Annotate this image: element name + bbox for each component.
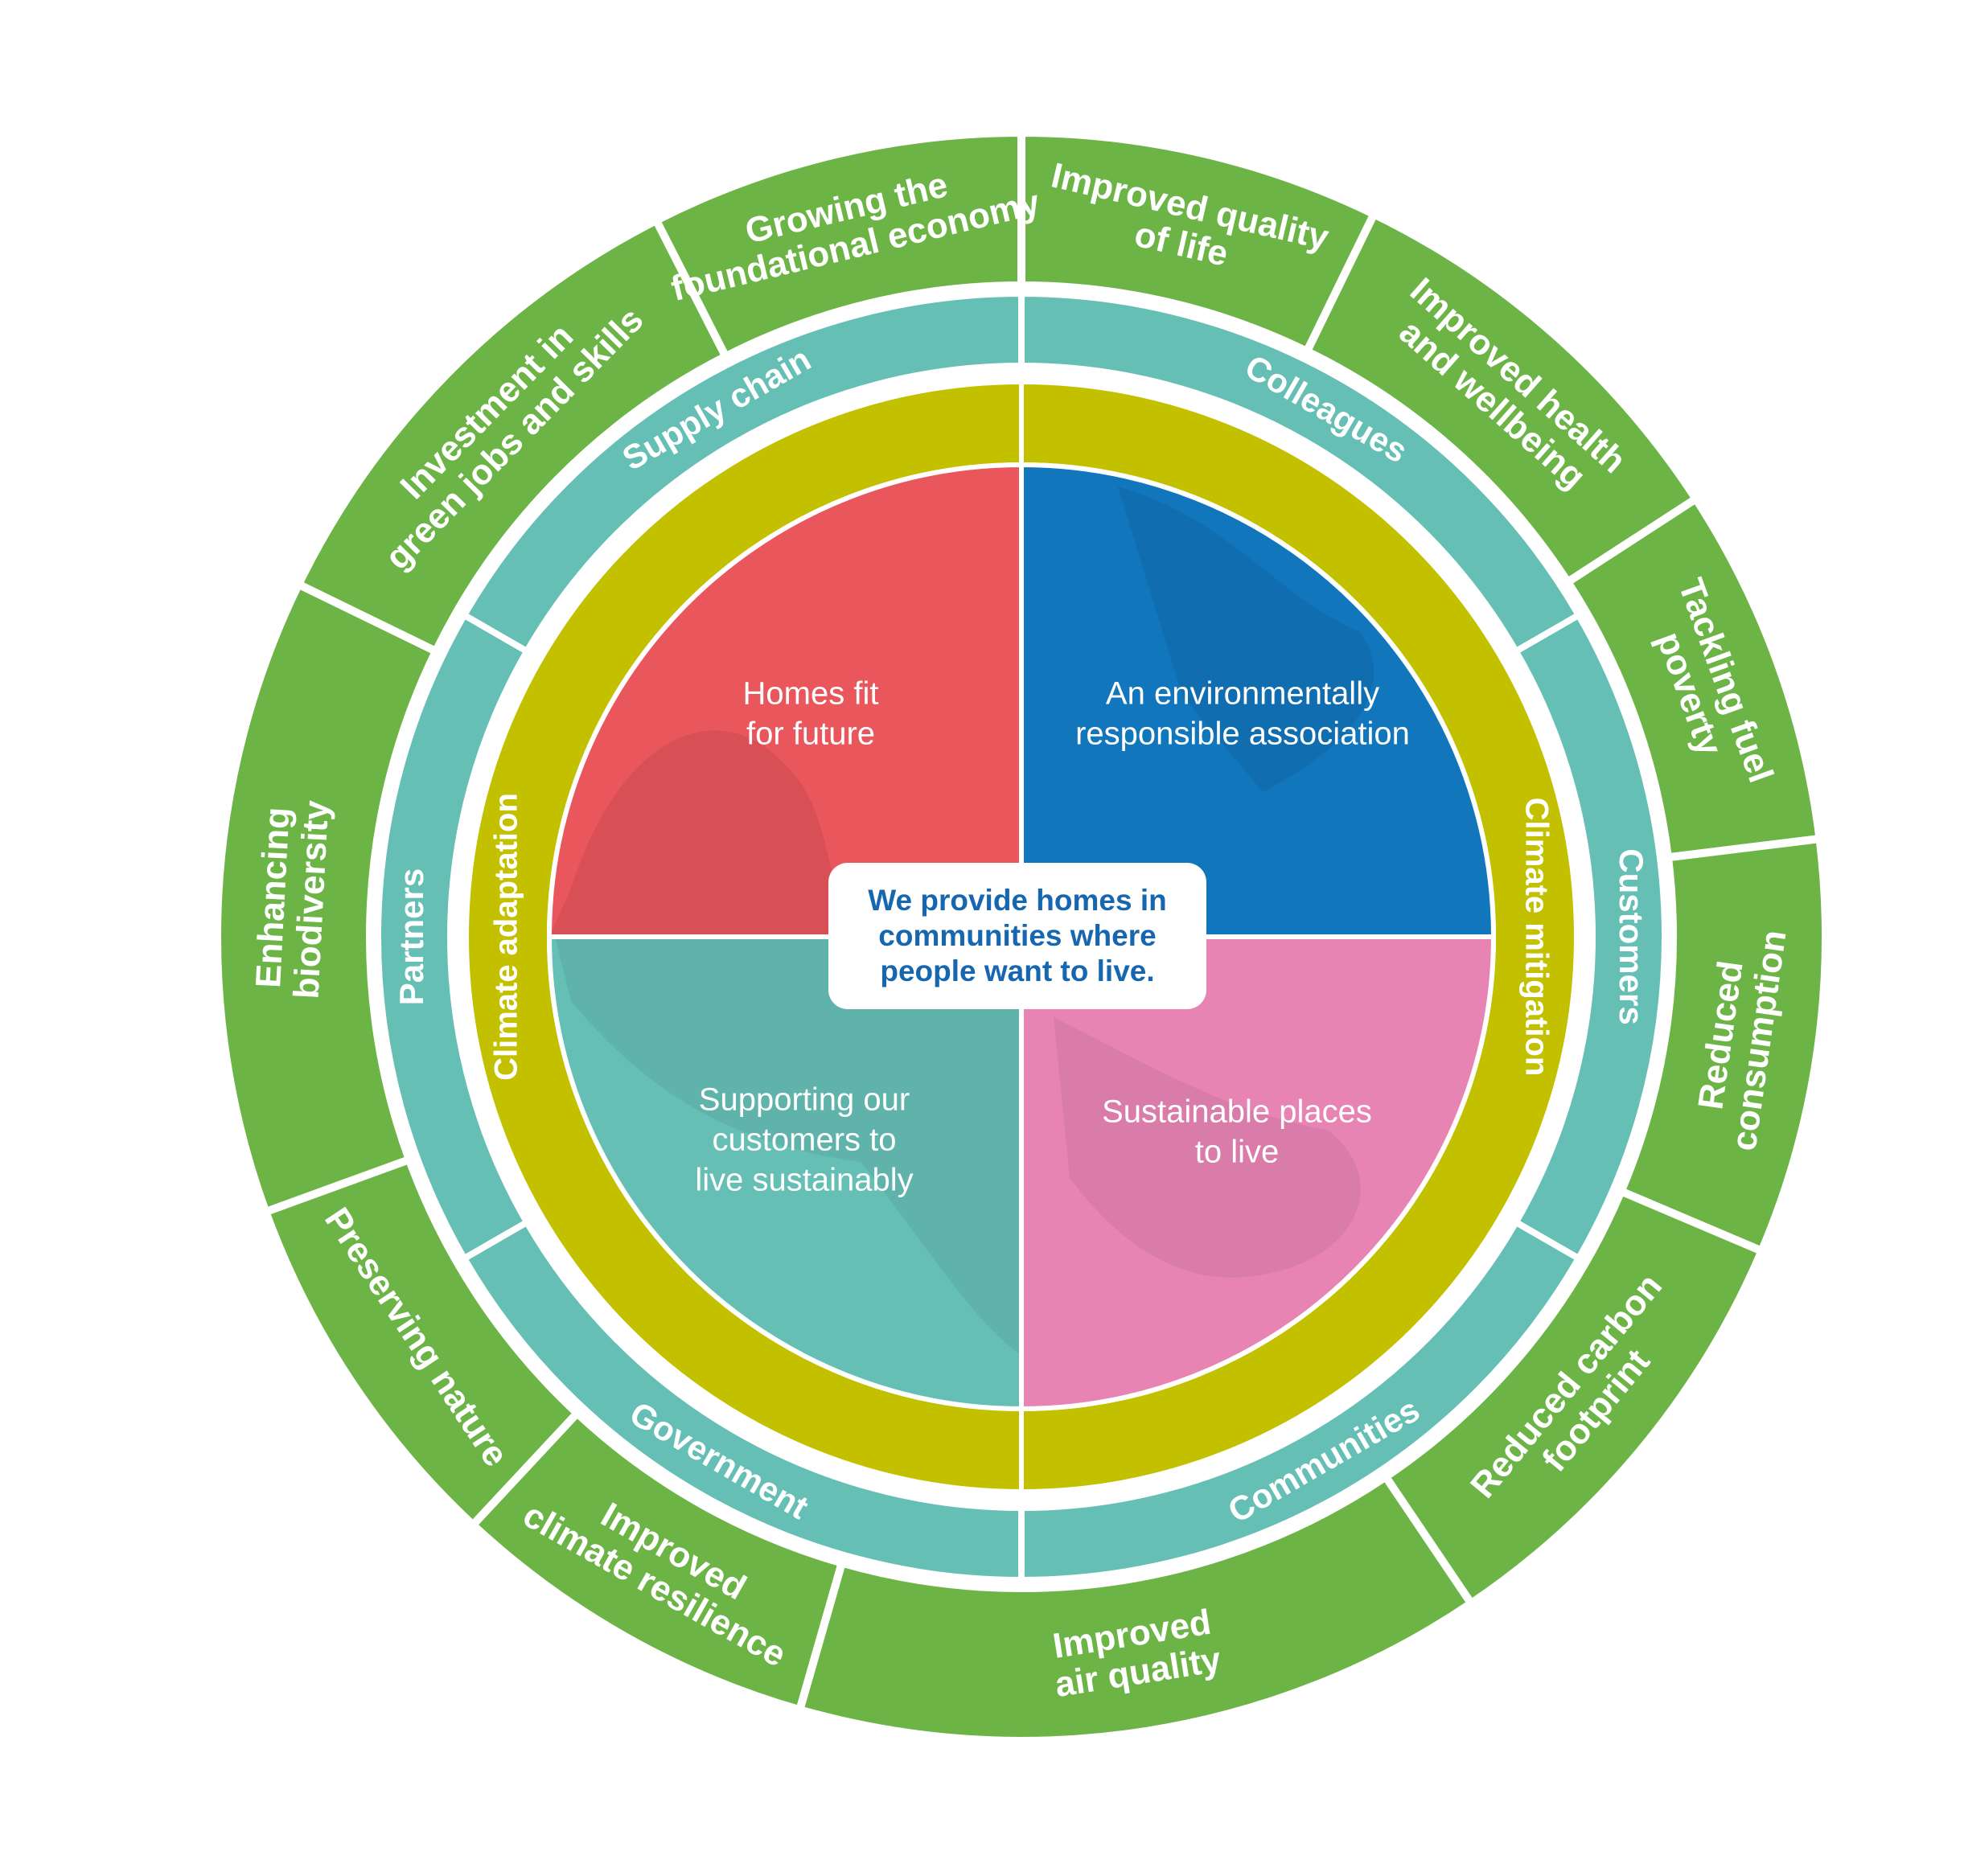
outer-segment [651, 128, 1025, 363]
quadrant-label-line: Homes fit [743, 676, 879, 712]
outcome-label-line: Enhancing [249, 807, 298, 989]
texture-blob [549, 730, 1021, 937]
mission-line-2: communities where [878, 919, 1157, 952]
mission-line-1: We provide homes in [868, 884, 1167, 917]
center-mission-statement: We provide homes in communities where pe… [828, 863, 1206, 1009]
quadrant-label-line: An environmentally [1106, 676, 1379, 712]
climate-mitigation-label: Climate mitigation [1518, 798, 1554, 1077]
texture-blob [1118, 486, 1374, 792]
quadrant-sustainable-places [1019, 934, 1497, 1412]
texture-blob [555, 937, 1021, 1355]
quadrant-label-line: responsible association [1075, 716, 1410, 752]
quadrant-environmentally-responsible [1019, 462, 1497, 939]
quadrant-label-line: to live [1195, 1135, 1280, 1170]
stakeholders-ring [375, 289, 1668, 1584]
mission-line-3: people want to live. [880, 954, 1155, 987]
outer-outcomes-ring [213, 128, 1830, 1745]
quadrant-homes-fit-for-future [546, 462, 1024, 939]
stakeholder-label: Customers [1613, 848, 1650, 1024]
quadrant-label-line: for future [746, 716, 875, 752]
texture-blob [1054, 1017, 1361, 1278]
quadrant-label-line: live sustainably [695, 1163, 913, 1198]
quadrants [546, 462, 1497, 1412]
quadrant-supporting-customers [546, 934, 1024, 1412]
stakeholder-label: Partners [392, 868, 430, 1005]
quadrant-label-line: Supporting our [699, 1082, 910, 1118]
quadrant-label-line: customers to [713, 1123, 897, 1158]
quadrant-label-line: Sustainable places [1102, 1094, 1372, 1130]
stakeholder-segment [375, 610, 532, 1263]
climate-adaptation-label: Climate adaptation [489, 793, 524, 1081]
